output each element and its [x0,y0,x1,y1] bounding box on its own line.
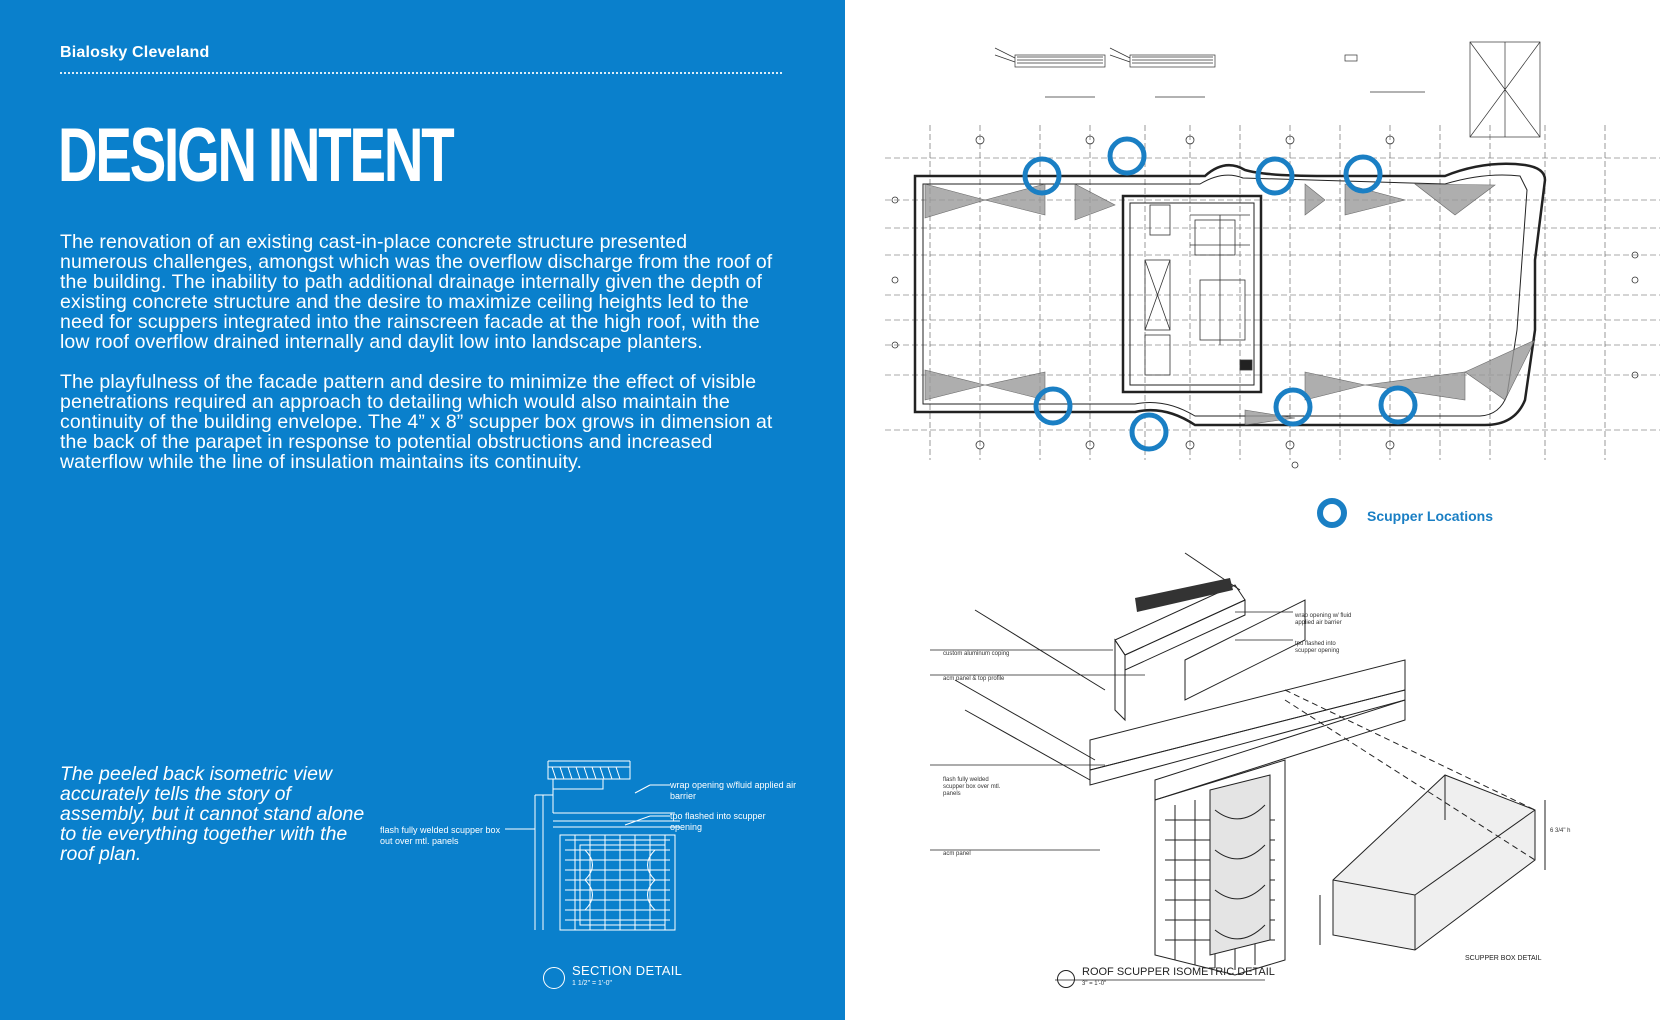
scupper-box-detail-label: SCUPPER BOX DETAIL [1465,955,1542,962]
iso-label-height: 6 3/4" h [1550,828,1571,834]
roof-plan-drawing [885,41,1660,981]
paragraph-2: The playfulness of the facade pattern an… [60,371,773,473]
left-panel: Bialosky Cleveland DESIGN INTENT The ren… [0,0,845,1020]
italic-caption: The peeled back isometric view accuratel… [60,763,365,865]
firm-name: Bialosky Cleveland [60,44,210,61]
scupper-legend-label: Scupper Locations [1367,508,1494,524]
iso-detail-title: ROOF SCUPPER ISOMETRIC DETAIL [1082,966,1275,978]
iso-detail-bubble [1057,970,1075,988]
section-detail-title: SECTION DETAIL [572,963,683,978]
iso-label-flash: flash fully welded scupper box over mtl.… [943,777,1001,797]
iso-label-tpo: tpo flashed into scupper opening [1295,641,1340,654]
label-wrap-opening: wrap opening w/fluid applied air barrier [670,780,797,801]
body-text: The renovation of an existing cast-in-pl… [60,232,780,492]
right-panel: Scupper Locations custom aluminum coping… [845,0,1680,1020]
iso-detail-scale: 3" = 1'-0" [1082,981,1107,987]
section-detail-scale: 1 1/2" = 1'-0" [572,980,612,987]
iso-label-wrap: wrap opening w/ fluid applied air barrie… [1295,613,1352,626]
scupper-legend-icon [1317,498,1347,528]
section-detail-bubble [543,967,565,989]
iso-label-coping: custom aluminum coping [943,651,1010,657]
iso-label-acm-panel: acm panel [943,851,971,857]
page-title: DESIGN INTENT [58,113,455,198]
iso-label-panel-top: acm panel & top profile [943,676,1005,682]
label-tpo-flashed: tpo flashed into scupper opening [670,811,766,832]
dotted-divider [60,72,782,74]
section-detail-drawing [505,760,680,931]
label-flash-scupper: flash fully welded scupper box out over … [380,825,501,846]
paragraph-1: The renovation of an existing cast-in-pl… [60,231,773,353]
